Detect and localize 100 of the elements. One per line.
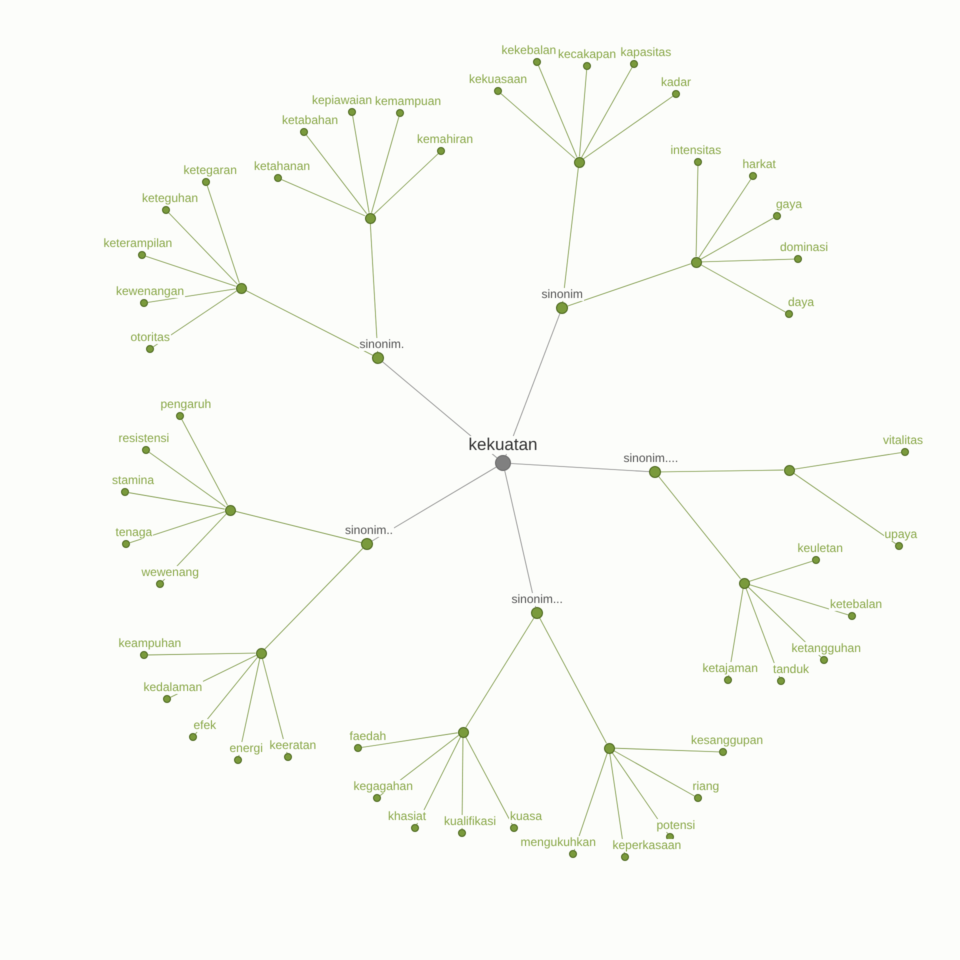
node-circle bbox=[122, 540, 130, 548]
hub-node-circle bbox=[738, 578, 750, 588]
connector-line bbox=[145, 256, 236, 287]
connector-line bbox=[281, 179, 366, 216]
node-circle bbox=[458, 829, 466, 837]
connector-line bbox=[129, 511, 226, 544]
connector-line bbox=[504, 470, 536, 608]
word-label: harkat bbox=[742, 158, 777, 171]
connector-line bbox=[148, 652, 256, 656]
branch-label: sinonim. bbox=[358, 338, 406, 351]
connector-line bbox=[748, 584, 849, 616]
node-circle bbox=[649, 466, 661, 478]
node-circle bbox=[140, 651, 148, 659]
node-circle bbox=[373, 794, 381, 802]
hub-node-circle bbox=[574, 156, 584, 168]
word-label: intensitas bbox=[670, 144, 722, 157]
hub-node-circle bbox=[256, 648, 266, 658]
node-circle bbox=[785, 310, 793, 318]
word-label: ketabahan bbox=[281, 114, 340, 127]
connector-line bbox=[613, 750, 695, 796]
word-label: keperkasaan bbox=[612, 839, 682, 852]
connector-line bbox=[234, 510, 362, 543]
node-circle bbox=[411, 824, 419, 832]
word-label: ketajaman bbox=[702, 662, 759, 675]
word-label: ketebalan bbox=[829, 598, 884, 611]
connector-line bbox=[609, 753, 625, 854]
node-circle bbox=[901, 448, 909, 456]
node-circle bbox=[300, 128, 308, 136]
connector-line bbox=[372, 466, 497, 542]
connector-line bbox=[538, 65, 578, 158]
connector-line bbox=[581, 67, 632, 158]
word-label: kewenangan bbox=[115, 285, 186, 298]
word-label: tanduk bbox=[772, 663, 810, 676]
hub-node-circle bbox=[224, 504, 236, 516]
root-node-circle bbox=[495, 455, 511, 471]
node-circle bbox=[533, 58, 541, 66]
word-label: resistensi bbox=[118, 432, 170, 445]
node-circle bbox=[895, 542, 903, 550]
connector-line bbox=[700, 218, 774, 260]
hub-node-circle bbox=[458, 726, 468, 738]
connector-line bbox=[206, 185, 240, 284]
node-circle bbox=[583, 62, 591, 70]
node-circle bbox=[569, 850, 577, 858]
word-label: efek bbox=[192, 719, 218, 732]
connector-line bbox=[148, 288, 236, 303]
word-label: ketahanan bbox=[253, 160, 312, 173]
node-circle bbox=[749, 172, 757, 180]
connector-line bbox=[148, 452, 226, 508]
node-circle bbox=[812, 556, 820, 564]
node-circle bbox=[142, 446, 150, 454]
node-circle bbox=[794, 255, 802, 263]
word-label: keteguhan bbox=[141, 192, 200, 205]
node-circle bbox=[163, 695, 171, 703]
connector-line bbox=[371, 116, 400, 214]
node-circle bbox=[621, 853, 629, 861]
node-circle bbox=[510, 824, 518, 832]
connector-line bbox=[698, 178, 752, 258]
word-label: dominasi bbox=[779, 241, 830, 254]
node-circle bbox=[396, 109, 404, 117]
connector-line bbox=[352, 116, 370, 213]
word-label: keampuhan bbox=[118, 637, 182, 650]
connector-line bbox=[696, 166, 698, 257]
node-circle bbox=[531, 607, 543, 619]
node-circle bbox=[694, 158, 702, 166]
hub-node-circle bbox=[784, 464, 794, 476]
node-circle bbox=[494, 87, 502, 95]
connector-line bbox=[700, 264, 786, 312]
node-circle bbox=[848, 612, 856, 620]
node-circle bbox=[354, 744, 362, 752]
connector-line bbox=[306, 134, 368, 214]
word-label: ketegaran bbox=[182, 164, 238, 177]
branch-label: sinonim.... bbox=[622, 452, 680, 465]
branch-label: sinonim bbox=[540, 288, 584, 301]
node-circle bbox=[672, 90, 680, 98]
node-circle bbox=[121, 488, 129, 496]
word-label: kemampuan bbox=[374, 95, 442, 108]
word-label: keuletan bbox=[796, 542, 844, 555]
word-label: kesanggupan bbox=[690, 734, 764, 747]
word-label: kualifikasi bbox=[443, 815, 498, 828]
connector-line bbox=[701, 258, 794, 262]
node-circle bbox=[234, 756, 242, 764]
connector-line bbox=[793, 472, 896, 544]
word-label: faedah bbox=[348, 730, 388, 743]
node-circle bbox=[202, 178, 210, 186]
node-circle bbox=[372, 352, 384, 364]
node-circle bbox=[694, 794, 702, 802]
node-circle bbox=[820, 656, 828, 664]
word-label: kapasitas bbox=[620, 46, 672, 59]
word-label: kedalaman bbox=[142, 681, 204, 694]
word-label: kemahiran bbox=[416, 133, 474, 146]
node-circle bbox=[189, 733, 197, 741]
node-circle bbox=[146, 345, 154, 353]
word-label: kuasa bbox=[509, 810, 544, 823]
node-circle bbox=[156, 580, 164, 588]
connector-line bbox=[362, 732, 458, 748]
word-label: ketangguhan bbox=[790, 642, 862, 655]
connector-line bbox=[466, 618, 534, 728]
connector-line bbox=[181, 419, 228, 506]
connector-line bbox=[614, 748, 720, 752]
connector-line bbox=[660, 470, 784, 472]
